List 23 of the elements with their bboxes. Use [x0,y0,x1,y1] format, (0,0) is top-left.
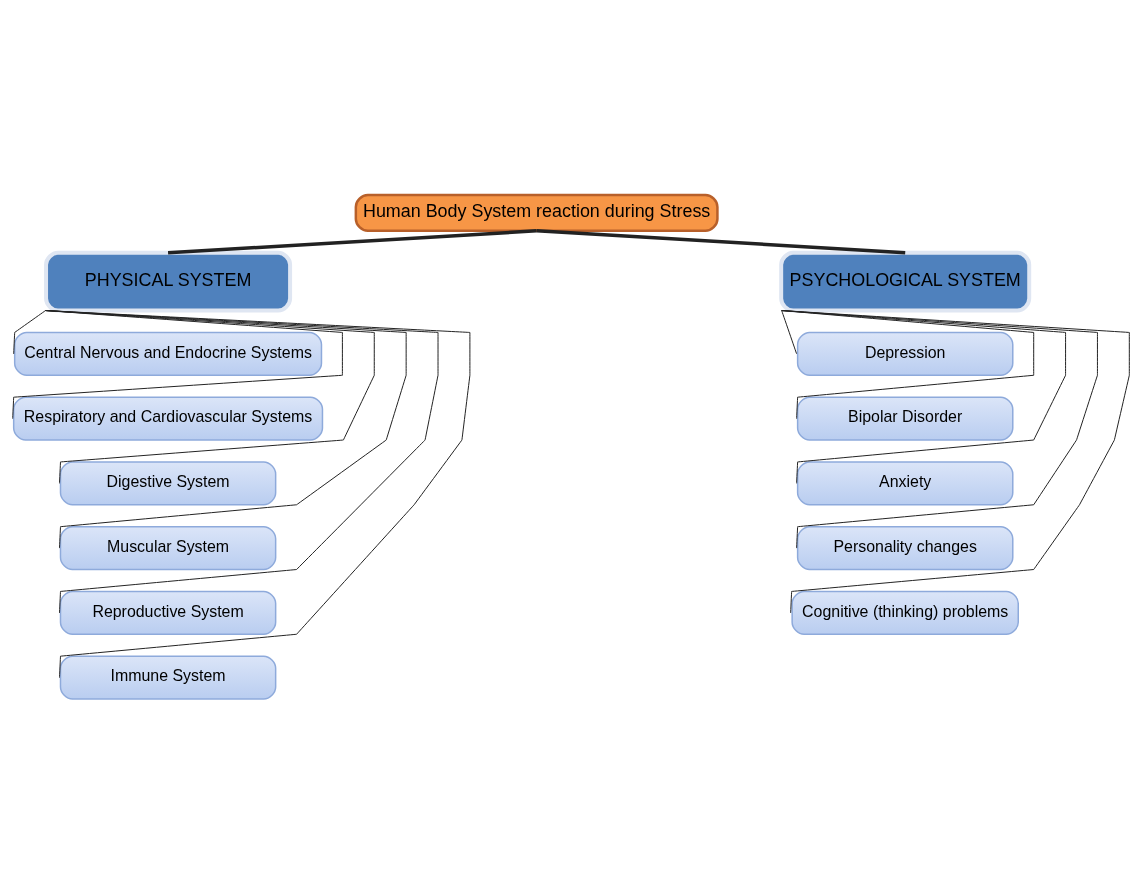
connector [781,310,1130,614]
node-box: Immune System [59,655,277,700]
node-box: Muscular System [59,525,277,571]
node-box: Bipolar Disorder [796,396,1014,441]
node-box: Depression [796,331,1014,377]
connector [781,310,1098,549]
node-box: Anxiety [796,461,1014,506]
node-box: Cognitive (thinking) problems [791,590,1019,635]
connector [781,310,1035,420]
connector [167,229,537,255]
node-box: PSYCHOLOGICAL SYSTEM [779,250,1032,313]
node-box: Digestive System [59,461,277,506]
node-box: Reproductive System [59,590,277,635]
node-box: PHYSICAL SYSTEM [44,250,293,313]
connector [45,310,471,679]
connector [781,310,1067,484]
node-box: Human Body System reaction during Stress [354,193,719,233]
connector [536,229,906,255]
connector [781,310,798,355]
connector [13,310,47,355]
node-box: Personality changes [796,525,1014,571]
node-box: Central Nervous and Endocrine Systems [13,331,323,377]
node-box: Respiratory and Cardiovascular Systems [12,396,324,441]
